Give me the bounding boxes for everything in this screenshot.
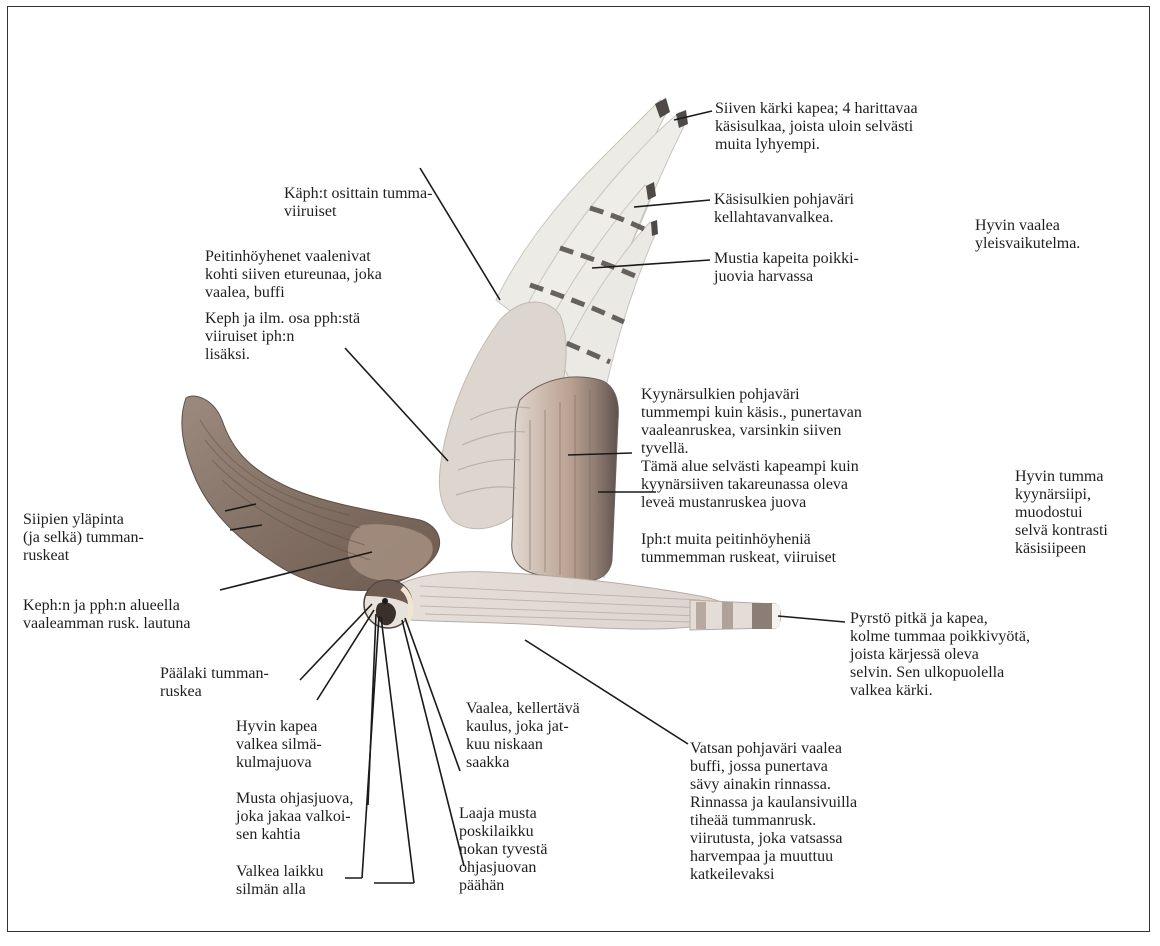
label-wing-tip: Siiven kärki kapea; 4 harittavaa käsisul… [715,100,918,154]
label-narrow-bars: Mustia kapeita poikki- juovia harvassa [714,250,859,286]
label-upperparts: Siipien yläpinta (ja selkä) tumman- rusk… [23,511,144,565]
label-primary-base-color: Käsisulkien pohjaväri kellahtavanvalkea. [714,191,854,227]
label-tail: Pyrstö pitkä ja kapea, kolme tummaa poik… [850,610,1030,700]
label-eye-patch: Valkea laikku silmän alla [236,863,324,899]
label-coverts-lighten: Peitinhöyhenet vaalenivat kohti siiven e… [205,248,382,302]
label-cheek-patch: Laaja musta poskilaikku nokan tyvestä oh… [459,805,547,895]
leader-elbows [345,878,414,883]
label-collar: Vaalea, kellertävä kaulus, joka jat- kuu… [466,700,580,772]
label-covert-panel: Keph:n ja pph:n alueella vaaleamman rusk… [23,597,191,633]
eye [382,598,388,604]
label-greater-coverts: Keph ja ilm. osa pph:stä viiruiset iph:n… [205,310,360,364]
label-loral-stripe: Musta ohjasjuova, joka jakaa valkoi- sen… [236,790,353,844]
label-dark-secondaries: Hyvin tumma kyynärsiipi, muodostui selvä… [1015,468,1108,558]
label-secondary-base-color: Kyynärsulkien pohjaväri tummempi kuin kä… [641,386,862,458]
label-lesser-coverts: Iph:t muita peitinhöyheniä tummemman rus… [641,531,836,567]
label-belly: Vatsan pohjaväri vaalea buffi, jossa pun… [690,740,857,884]
tail-band-2 [722,602,733,629]
label-overall-impression: Hyvin vaalea yleisvaikutelma. [975,217,1080,253]
tail-band-1 [696,602,706,629]
body [387,572,732,630]
tail-band-3 [752,603,772,629]
label-supercilium: Hyvin kapea valkea silmä- kulmajuova [236,718,322,772]
label-primary-coverts: Käph:t osittain tumma- viiruiset [284,185,432,221]
label-crown: Päälaki tumman- ruskea [160,665,269,701]
label-narrow-area: Tämä alue selvästi kapeampi kuin kyynärs… [641,458,859,512]
